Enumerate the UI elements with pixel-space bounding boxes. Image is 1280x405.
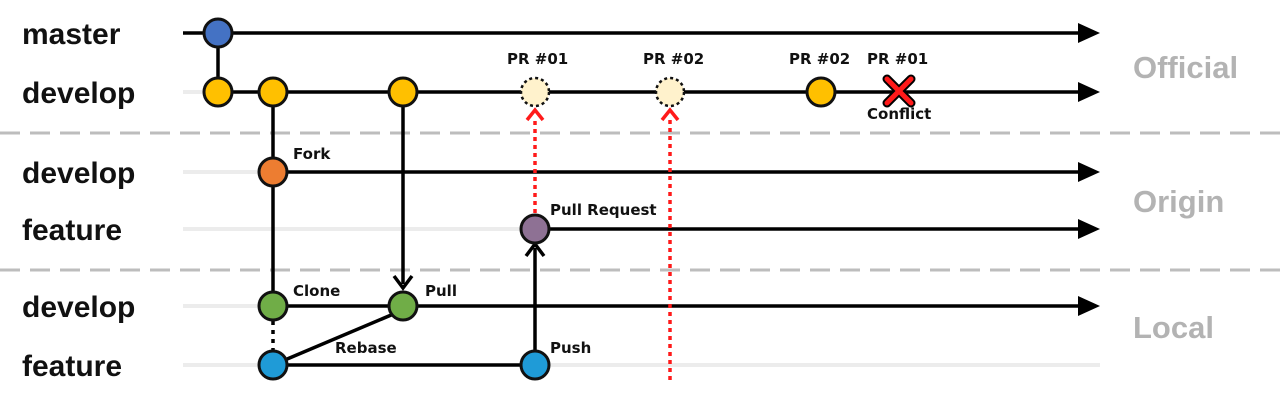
section-label-origin: Origin [1133, 184, 1224, 219]
feature-commit [257, 349, 289, 381]
branch-label-official-develop: develop [22, 77, 135, 110]
push-commit [519, 349, 551, 381]
conflict-label: Conflict [867, 105, 931, 123]
pull-arrowhead [392, 274, 414, 291]
pr01-conflict-label: PR #01 [867, 50, 928, 68]
clone-label: Clone [293, 282, 340, 300]
push-label: Push [550, 339, 591, 357]
arrow-icon [183, 23, 1100, 43]
pr02-pending-commit [654, 76, 686, 108]
pr01-label: PR #01 [507, 50, 568, 68]
arrow-icon [535, 219, 1100, 239]
develop-commit [257, 76, 289, 108]
develop-commit [202, 76, 234, 108]
pr02-label: PR #02 [643, 50, 704, 68]
master-timeline-arrowhead [1078, 23, 1100, 43]
local-develop-arrowhead [1078, 296, 1100, 316]
branch-label-origin-feature: feature [22, 214, 122, 247]
fork-commit [257, 156, 289, 188]
pull-request-label: Pull Request [550, 201, 657, 219]
section-label-official: Official [1133, 50, 1238, 85]
arrow-icon [205, 82, 1100, 102]
pr02-request-arrowhead [660, 107, 680, 122]
origin-feature-arrowhead [1078, 219, 1100, 239]
arrow-icon [275, 162, 1100, 182]
pr02-merged-label: PR #02 [789, 50, 850, 68]
rebase-connector [272, 308, 404, 367]
section-label-local: Local [1133, 310, 1214, 345]
pr01-pending-commit [519, 76, 551, 108]
branch-label-master: master [22, 18, 121, 51]
develop-commit [387, 76, 419, 108]
branch-label-local-feature: feature [22, 350, 122, 383]
pr02-merged-commit [805, 76, 837, 108]
fork-label: Fork [293, 145, 331, 163]
clone-commit [257, 290, 289, 322]
pr01-request-arrowhead [525, 107, 545, 122]
pull-label: Pull [425, 282, 457, 300]
rebase-label: Rebase [335, 339, 397, 357]
branch-label-local-develop: develop [22, 291, 135, 324]
master-commit [202, 17, 234, 49]
pull-request-commit [519, 213, 551, 245]
origin-develop-arrowhead [1078, 162, 1100, 182]
pull-commit [387, 290, 419, 322]
x-mark-icon [882, 74, 916, 108]
branch-label-origin-develop: develop [22, 157, 135, 190]
official-develop-arrowhead [1078, 82, 1100, 102]
